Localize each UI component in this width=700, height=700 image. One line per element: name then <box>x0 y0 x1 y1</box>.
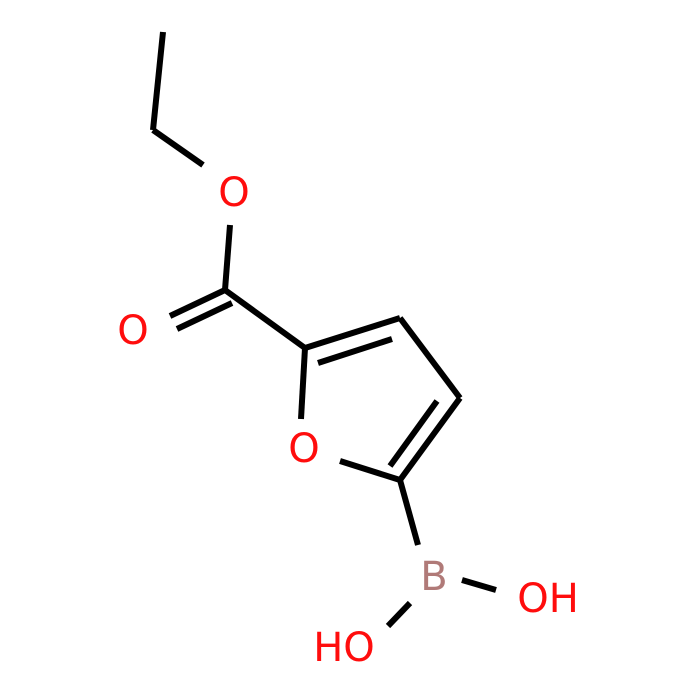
bond-c4-c5-inner <box>387 399 440 468</box>
bond-c4-c5 <box>397 396 463 482</box>
bonds <box>150 31 497 629</box>
atom-labels: O O O B OH HO <box>117 170 579 671</box>
bond-ether-o-carbonyl-c <box>222 224 233 291</box>
bond-carbonyl-c2 <box>223 287 307 351</box>
bond-boron-oh-right <box>461 577 497 593</box>
bond-ring-o-c2 <box>298 347 308 420</box>
bond-boron-oh-left <box>385 600 413 629</box>
atom-ether-oxygen: O <box>218 170 249 216</box>
atom-boron: B <box>420 554 447 600</box>
atom-ring-oxygen: O <box>288 426 319 472</box>
bond-ch3-ch2 <box>150 31 166 131</box>
bond-c5-ring-o <box>339 458 401 483</box>
bond-ch2-ether-o <box>151 127 205 168</box>
bond-c5-boron <box>397 479 421 546</box>
bond-carbonyl-double-2 <box>175 300 234 332</box>
bond-carbonyl-double-1 <box>168 287 227 319</box>
atom-hydroxyl-right: OH <box>517 576 579 622</box>
atom-carbonyl-oxygen: O <box>117 308 148 354</box>
bond-c3-c4 <box>397 316 463 400</box>
bond-c2-c3-inner <box>317 336 393 366</box>
bond-c2-c3 <box>304 315 401 351</box>
atom-hydroxyl-left: HO <box>313 625 375 671</box>
